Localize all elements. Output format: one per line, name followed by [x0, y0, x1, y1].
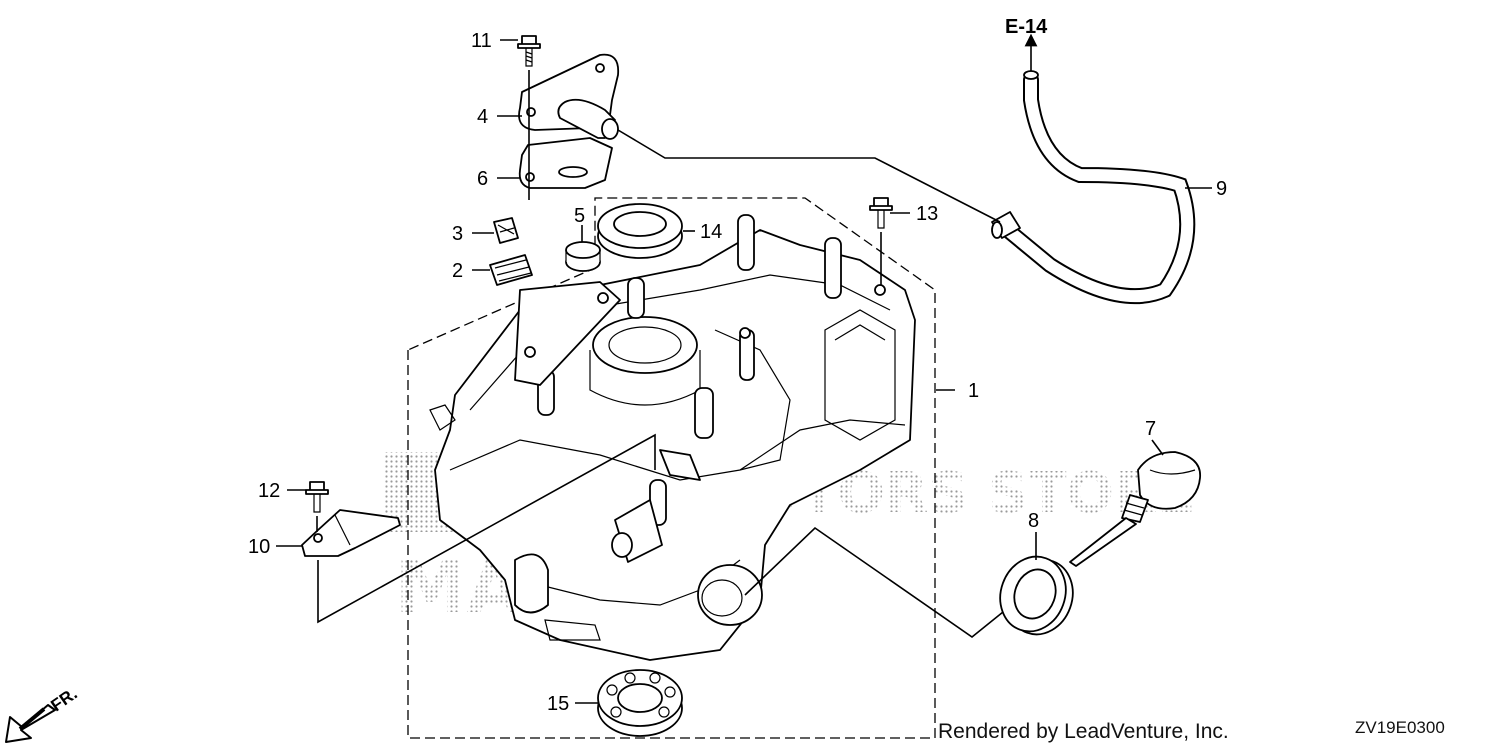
bolt-12-shank — [313, 494, 321, 513]
case-seal-bore-inner — [701, 579, 743, 617]
case-main-bore — [592, 316, 698, 374]
bearing-15-ball-2 — [624, 672, 636, 684]
callout-4: 4 — [477, 106, 488, 128]
callouts: 1 2 3 4 5 6 7 8 9 10 11 12 13 14 15 — [248, 30, 1227, 715]
hose-9-body — [1004, 74, 1194, 303]
gasket-slot — [558, 166, 588, 178]
connection-line-cover-to-hose — [617, 129, 1001, 223]
plug-5 — [565, 241, 601, 272]
case-mount — [659, 449, 701, 481]
bearing-15 — [597, 669, 683, 737]
callout-14: 14 — [700, 221, 722, 243]
bolt-12-flange — [305, 489, 329, 495]
leader-7 — [1151, 439, 1164, 456]
callout-9: 9 — [1216, 178, 1227, 200]
callout-12: 12 — [258, 480, 280, 502]
bearing-15-inner — [617, 683, 663, 713]
callout-1: 1 — [968, 380, 979, 402]
plate-10-shape — [301, 509, 401, 557]
connection-lines — [317, 129, 1004, 638]
case-lug-left — [429, 404, 456, 431]
reference-label: E-14 — [1005, 16, 1048, 38]
plug-5-top — [565, 241, 601, 259]
bolt-13 — [869, 197, 893, 285]
dipstick-7-cap-ridge — [1149, 469, 1196, 475]
pad-2-shape — [489, 254, 533, 286]
pad-2 — [489, 254, 533, 286]
cover-plate-hole-1 — [595, 63, 605, 73]
hose-9-upper-end — [1023, 70, 1039, 80]
front-direction-indicator: FR. — [5, 684, 81, 743]
case-boss-5 — [694, 387, 714, 439]
bearing-15-ball-6 — [610, 706, 622, 718]
seal-14 — [597, 203, 683, 259]
callout-13: 13 — [916, 203, 938, 225]
case-bolt-hole-2 — [597, 292, 609, 304]
case-cover-plate-seat — [514, 281, 621, 386]
seal-8-inner — [1013, 568, 1057, 620]
case-assembly — [429, 214, 916, 661]
front-arrow-icon — [5, 704, 56, 743]
bolt-12 — [305, 481, 329, 532]
bearing-15-ball-4 — [664, 686, 676, 698]
dipstick-7-blade — [1069, 517, 1137, 567]
bolt-11 — [517, 35, 541, 200]
case-main-bore-inner — [608, 326, 682, 364]
case-seal-bore — [697, 564, 763, 626]
callout-10: 10 — [248, 536, 270, 558]
dipstick-7 — [1069, 451, 1201, 567]
bolt-13-flange — [869, 205, 893, 211]
callout-5: 5 — [574, 205, 585, 227]
case-boss-3 — [824, 237, 842, 299]
bolt-11-thread — [525, 51, 533, 63]
cover-plate-group — [518, 53, 620, 189]
bearing-15-ball-5 — [658, 706, 670, 718]
case-cylinder — [824, 309, 896, 441]
callout-7: 7 — [1145, 418, 1156, 440]
bolt-13-shank — [877, 210, 885, 229]
case-lower-lug — [514, 553, 549, 614]
callout-15: 15 — [547, 693, 569, 715]
case-boss-2 — [737, 214, 755, 271]
plate-10-hole — [313, 533, 323, 543]
connection-line-plate-to-case — [317, 433, 656, 624]
case-bolt-hole-1 — [524, 346, 536, 358]
callout-8: 8 — [1028, 510, 1039, 532]
hose-9 — [991, 33, 1196, 305]
bolt-11-shank — [525, 48, 533, 67]
callout-3: 3 — [452, 223, 463, 245]
callout-6: 6 — [477, 168, 488, 190]
cover-plate-nipple-end — [601, 118, 619, 140]
pad-3 — [493, 217, 519, 244]
case-lower-flange — [544, 619, 601, 641]
bolt-11-flange — [517, 43, 541, 49]
plate-10-bend — [334, 514, 351, 546]
render-credit: Rendered by LeadVenture, Inc. — [938, 720, 1229, 743]
bearing-15-ball-3 — [649, 672, 661, 684]
callout-11: 11 — [471, 30, 492, 52]
seal-14-inner — [613, 211, 667, 237]
pad-3-hatch — [497, 224, 515, 235]
seal-8 — [999, 555, 1074, 636]
gasket-hole — [525, 172, 535, 182]
case-boss-1 — [627, 277, 645, 319]
front-arrow-shaft — [18, 707, 46, 731]
dipstick-7-thread-lines — [1123, 502, 1145, 516]
connection-line-seal-to-case — [744, 526, 1004, 638]
case-oil-port-end — [611, 532, 633, 558]
leader-lines — [276, 39, 1212, 704]
hose-9-lower-end — [991, 221, 1003, 239]
case-bolt-hole-4 — [874, 284, 886, 296]
callout-2: 2 — [452, 260, 463, 282]
diagram-code: ZV19E0300 — [1355, 718, 1445, 737]
bearing-15-ball-1 — [606, 684, 618, 696]
case-bolt-hole-3 — [739, 327, 751, 339]
pad-2-hatch — [494, 259, 532, 282]
plate-10 — [301, 509, 401, 557]
case-cylinder-fin — [834, 324, 886, 341]
case-mid-rim — [449, 419, 906, 481]
gasket — [518, 137, 613, 189]
